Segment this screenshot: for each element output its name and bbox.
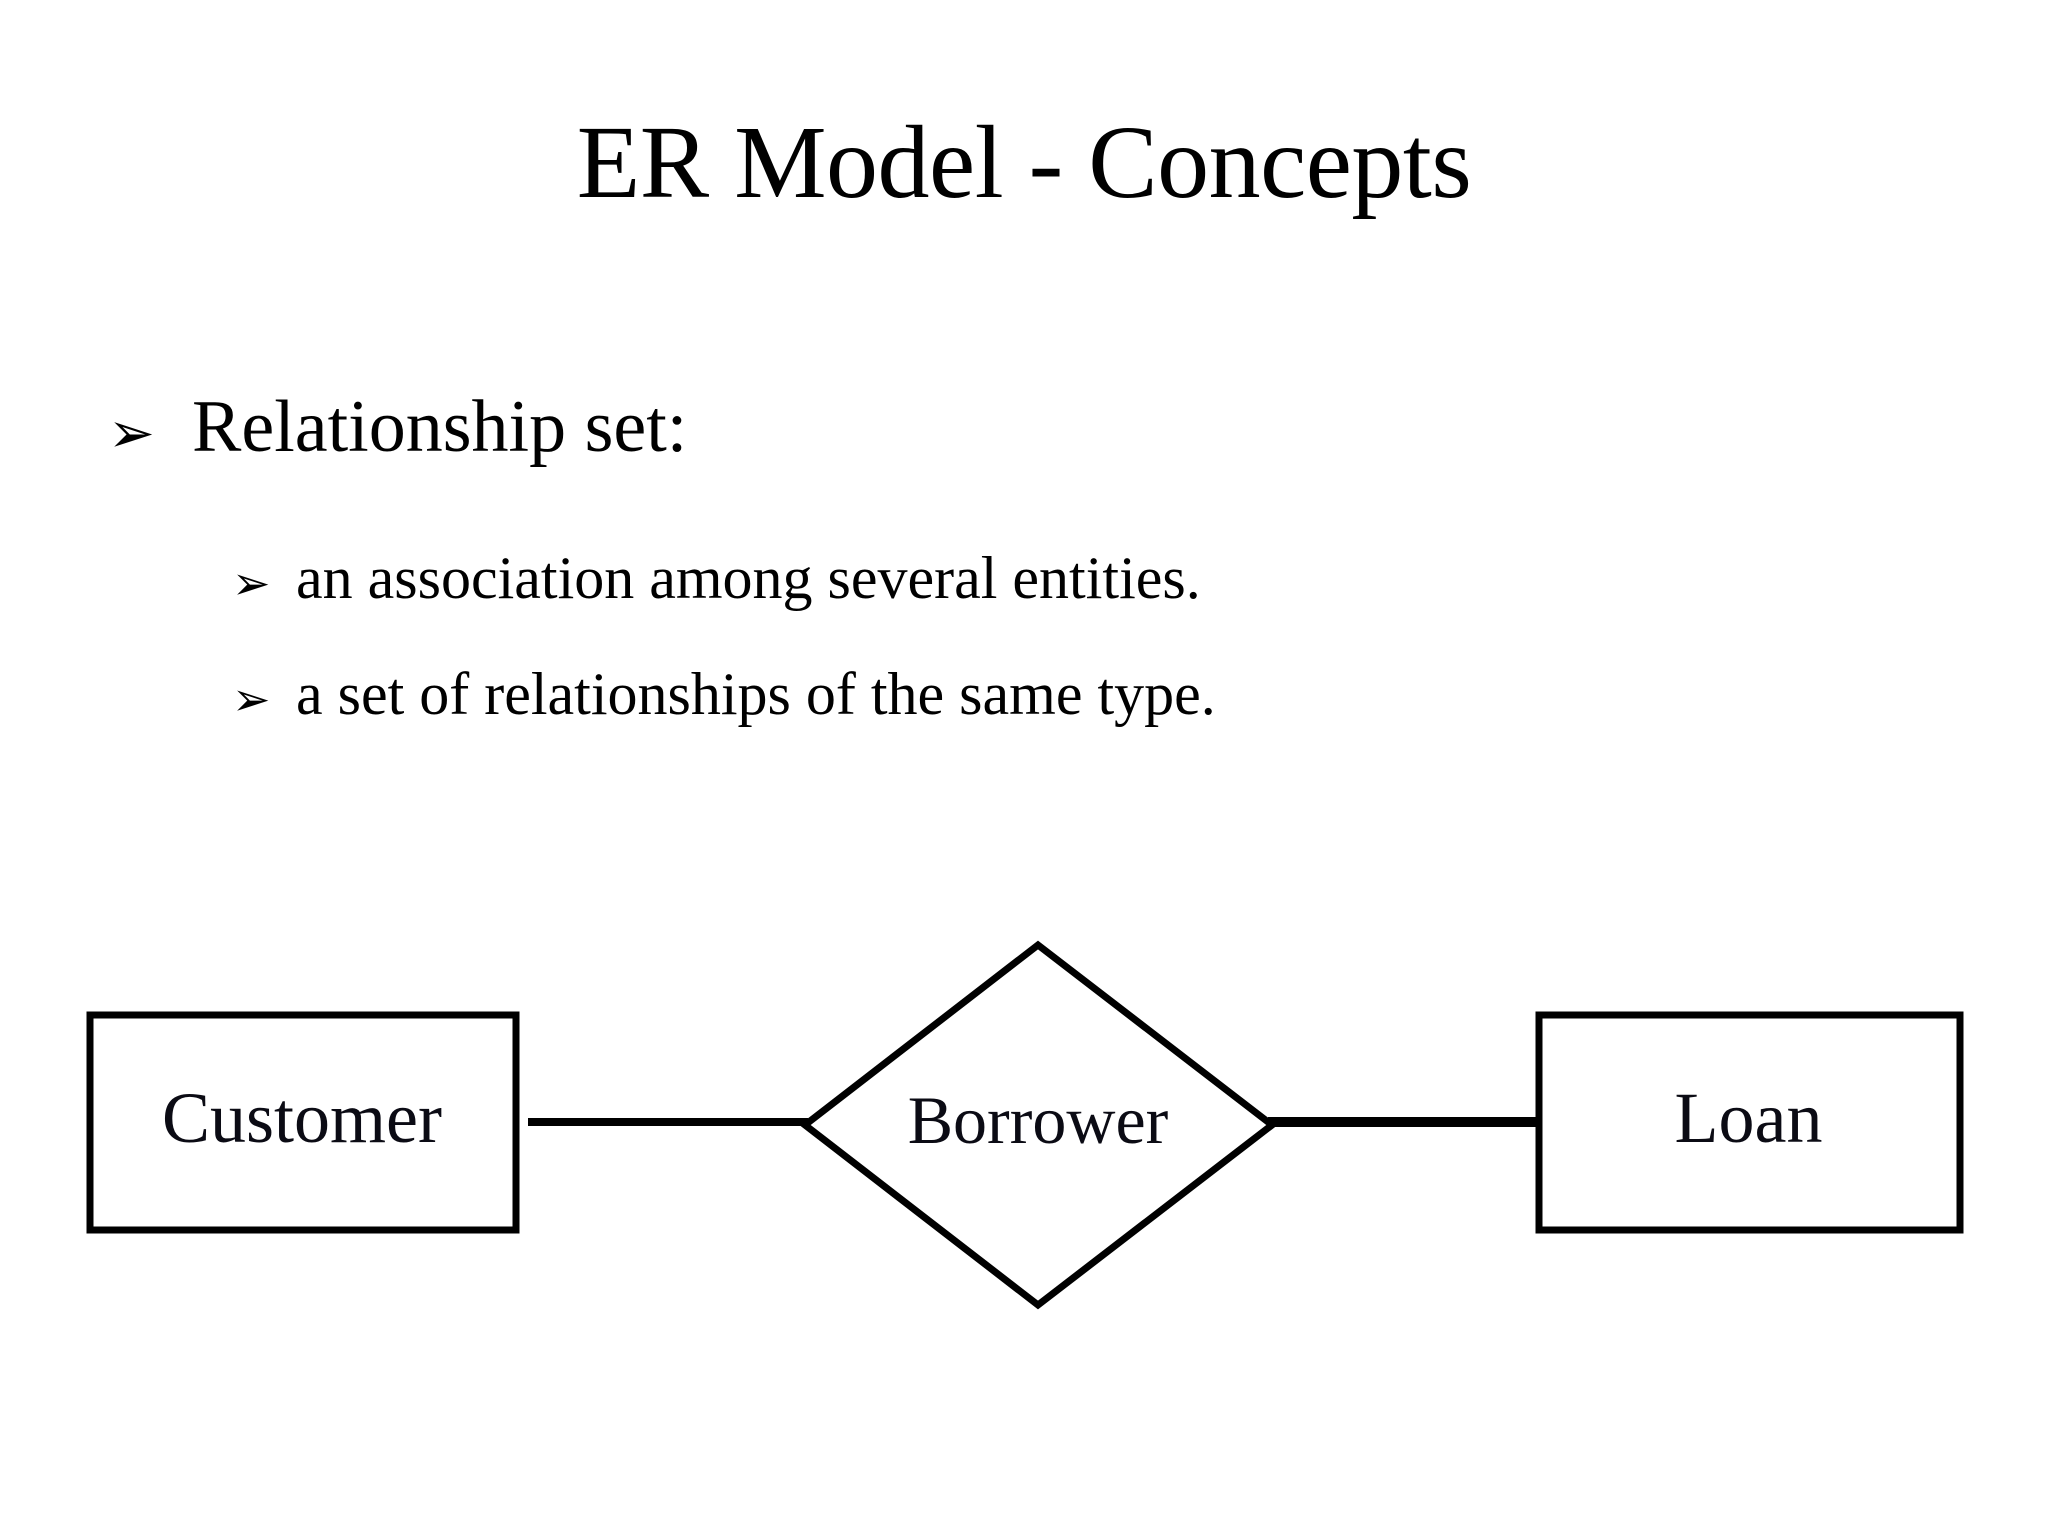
bullet-item-same-type: ➢ a set of relationships of the same typ… <box>232 664 2048 724</box>
relationship-diamond-borrower <box>799 940 1278 1310</box>
bullet-item-relationship-set: ➢ Relationship set: <box>108 390 2048 464</box>
page-title: ER Model - Concepts <box>576 105 1472 220</box>
arrowhead-bullet-icon: ➢ <box>232 556 271 610</box>
arrowhead-bullet-icon: ➢ <box>108 401 155 466</box>
entity-box-customer <box>86 1011 520 1234</box>
entity-label-customer: Customer <box>162 1078 442 1158</box>
bullet-list: ➢ Relationship set: ➢ an association amo… <box>0 390 2048 780</box>
arrowhead-bullet-icon: ➢ <box>232 672 271 726</box>
entity-box-loan <box>1535 1011 1964 1234</box>
entity-label-loan: Loan <box>1674 1078 1823 1158</box>
bullet-item-association: ➢ an association among several entities. <box>232 548 2048 608</box>
bullet-text: Relationship set: <box>192 386 688 468</box>
bullet-text: a set of relationships of the same type. <box>296 661 1216 727</box>
relationship-label-borrower: Borrower <box>907 1082 1169 1158</box>
bullet-text: an association among several entities. <box>296 545 1201 611</box>
